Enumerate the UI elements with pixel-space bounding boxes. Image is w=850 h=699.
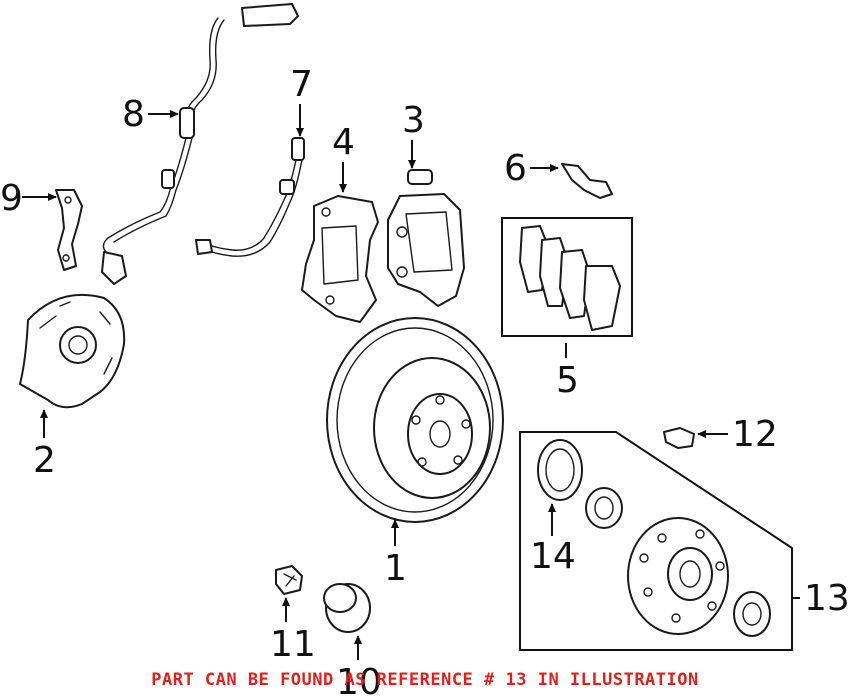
leader-lines [22, 104, 800, 660]
brake-rotor-drawing [326, 317, 504, 523]
hub-assembly-drawing [519, 431, 793, 651]
callout-3: 3 [402, 100, 425, 141]
callout-5: 5 [556, 360, 579, 401]
caliper-bracket-drawing [301, 195, 379, 323]
brake-pads-drawing [501, 217, 633, 337]
wear-sensor-drawing [561, 163, 613, 199]
callout-2: 2 [33, 440, 56, 481]
small-cap-drawing [275, 565, 303, 595]
callout-14: 14 [530, 536, 576, 577]
callout-7: 7 [290, 64, 313, 105]
reference-note: PART CAN BE FOUND AS REFERENCE # 13 IN I… [151, 670, 699, 690]
callout-12: 12 [732, 414, 778, 455]
callout-13: 13 [804, 578, 850, 619]
callout-6: 6 [504, 148, 527, 189]
bolt-drawing [663, 427, 695, 449]
callout-9: 9 [0, 178, 23, 219]
splash-shield-drawing [19, 293, 126, 409]
brake-hose-drawing [195, 137, 305, 257]
callout-labels: 1 2 3 4 5 6 7 8 9 10 11 12 13 14 [0, 64, 850, 699]
callout-4: 4 [332, 122, 355, 163]
callout-1: 1 [384, 548, 407, 589]
callout-11: 11 [270, 624, 316, 665]
callout-10: 10 [336, 662, 382, 699]
dust-cap-drawing [323, 583, 371, 633]
sensor-bracket-drawing [55, 189, 83, 271]
abs-sensor-wire-drawing [101, 3, 299, 285]
caliper-drawing [387, 169, 465, 307]
callout-8: 8 [122, 94, 145, 135]
